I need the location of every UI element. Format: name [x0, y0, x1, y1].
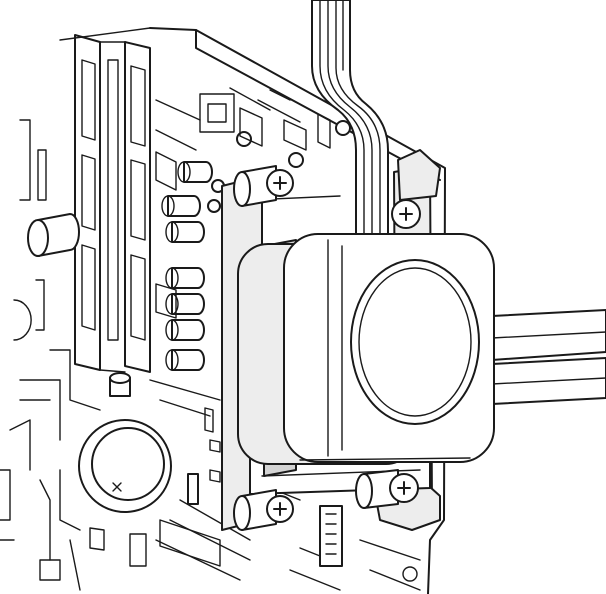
- coin-cell-battery: [78, 419, 172, 513]
- thumbscrew-icon: [233, 489, 294, 531]
- thumbscrew-icon: [391, 199, 421, 229]
- capacitor-bank: [161, 120, 351, 371]
- coolant-tubes: [491, 309, 606, 405]
- pump-block: [237, 233, 495, 477]
- small-post: [109, 372, 131, 397]
- standoff-post: [27, 213, 80, 257]
- memory-slots: [74, 34, 151, 373]
- board-components: [0, 87, 421, 591]
- thumbscrew-icon: [233, 165, 294, 207]
- thumbscrew-icon: [355, 469, 419, 509]
- ribbon-cable: [311, 0, 389, 246]
